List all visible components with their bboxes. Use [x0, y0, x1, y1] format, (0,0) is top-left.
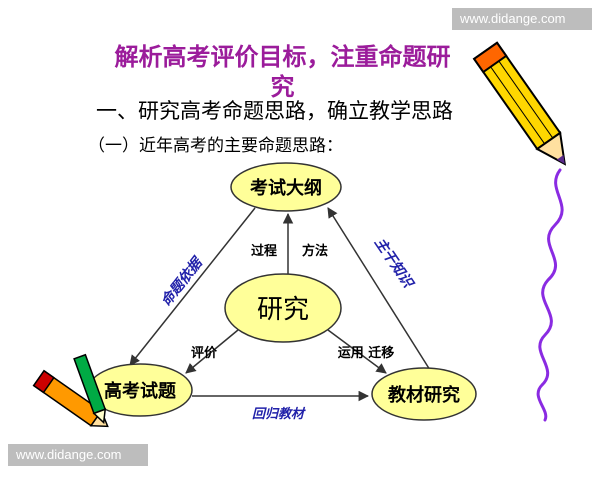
node-top: 考试大纲	[230, 162, 342, 212]
edge-center-to-right	[327, 329, 387, 374]
node-left: 高考试题	[87, 363, 193, 417]
node-top-label: 考试大纲	[250, 177, 322, 199]
edge-right-to-top	[327, 207, 431, 371]
watermark-top: www.didange.com	[452, 8, 592, 30]
label-bottom-side: 回归教材	[252, 406, 306, 422]
label-center-left: 评价	[191, 346, 218, 361]
label-center-top-right: 方法	[302, 243, 328, 259]
node-right-label: 教材研究	[388, 384, 460, 406]
slide-title: 解析高考评价目标，注重命题研究	[114, 43, 451, 101]
slide-heading: 一、研究高考命题思路，确立教学思路	[96, 99, 453, 123]
label-center-right: 运用 迁移	[338, 345, 395, 361]
watermark-bottom: www.didange.com	[8, 444, 148, 466]
pencil-and-pen-icon	[32, 353, 109, 428]
label-right-side: 主干知识	[371, 235, 418, 293]
slide-subheading: （一）近年高考的主要命题思路：	[88, 136, 343, 156]
label-center-top-left: 过程	[251, 243, 277, 259]
squiggle-line-icon	[536, 168, 564, 422]
label-left-side: 命题依据	[158, 253, 208, 310]
node-right: 教材研究	[371, 367, 477, 421]
node-left-label: 高考试题	[104, 380, 177, 402]
pencil-icon	[472, 41, 567, 166]
edge-top-to-left	[129, 207, 256, 366]
node-center-label: 研究	[257, 295, 309, 325]
node-center: 研究	[224, 273, 342, 343]
edge-center-to-left	[185, 329, 239, 374]
